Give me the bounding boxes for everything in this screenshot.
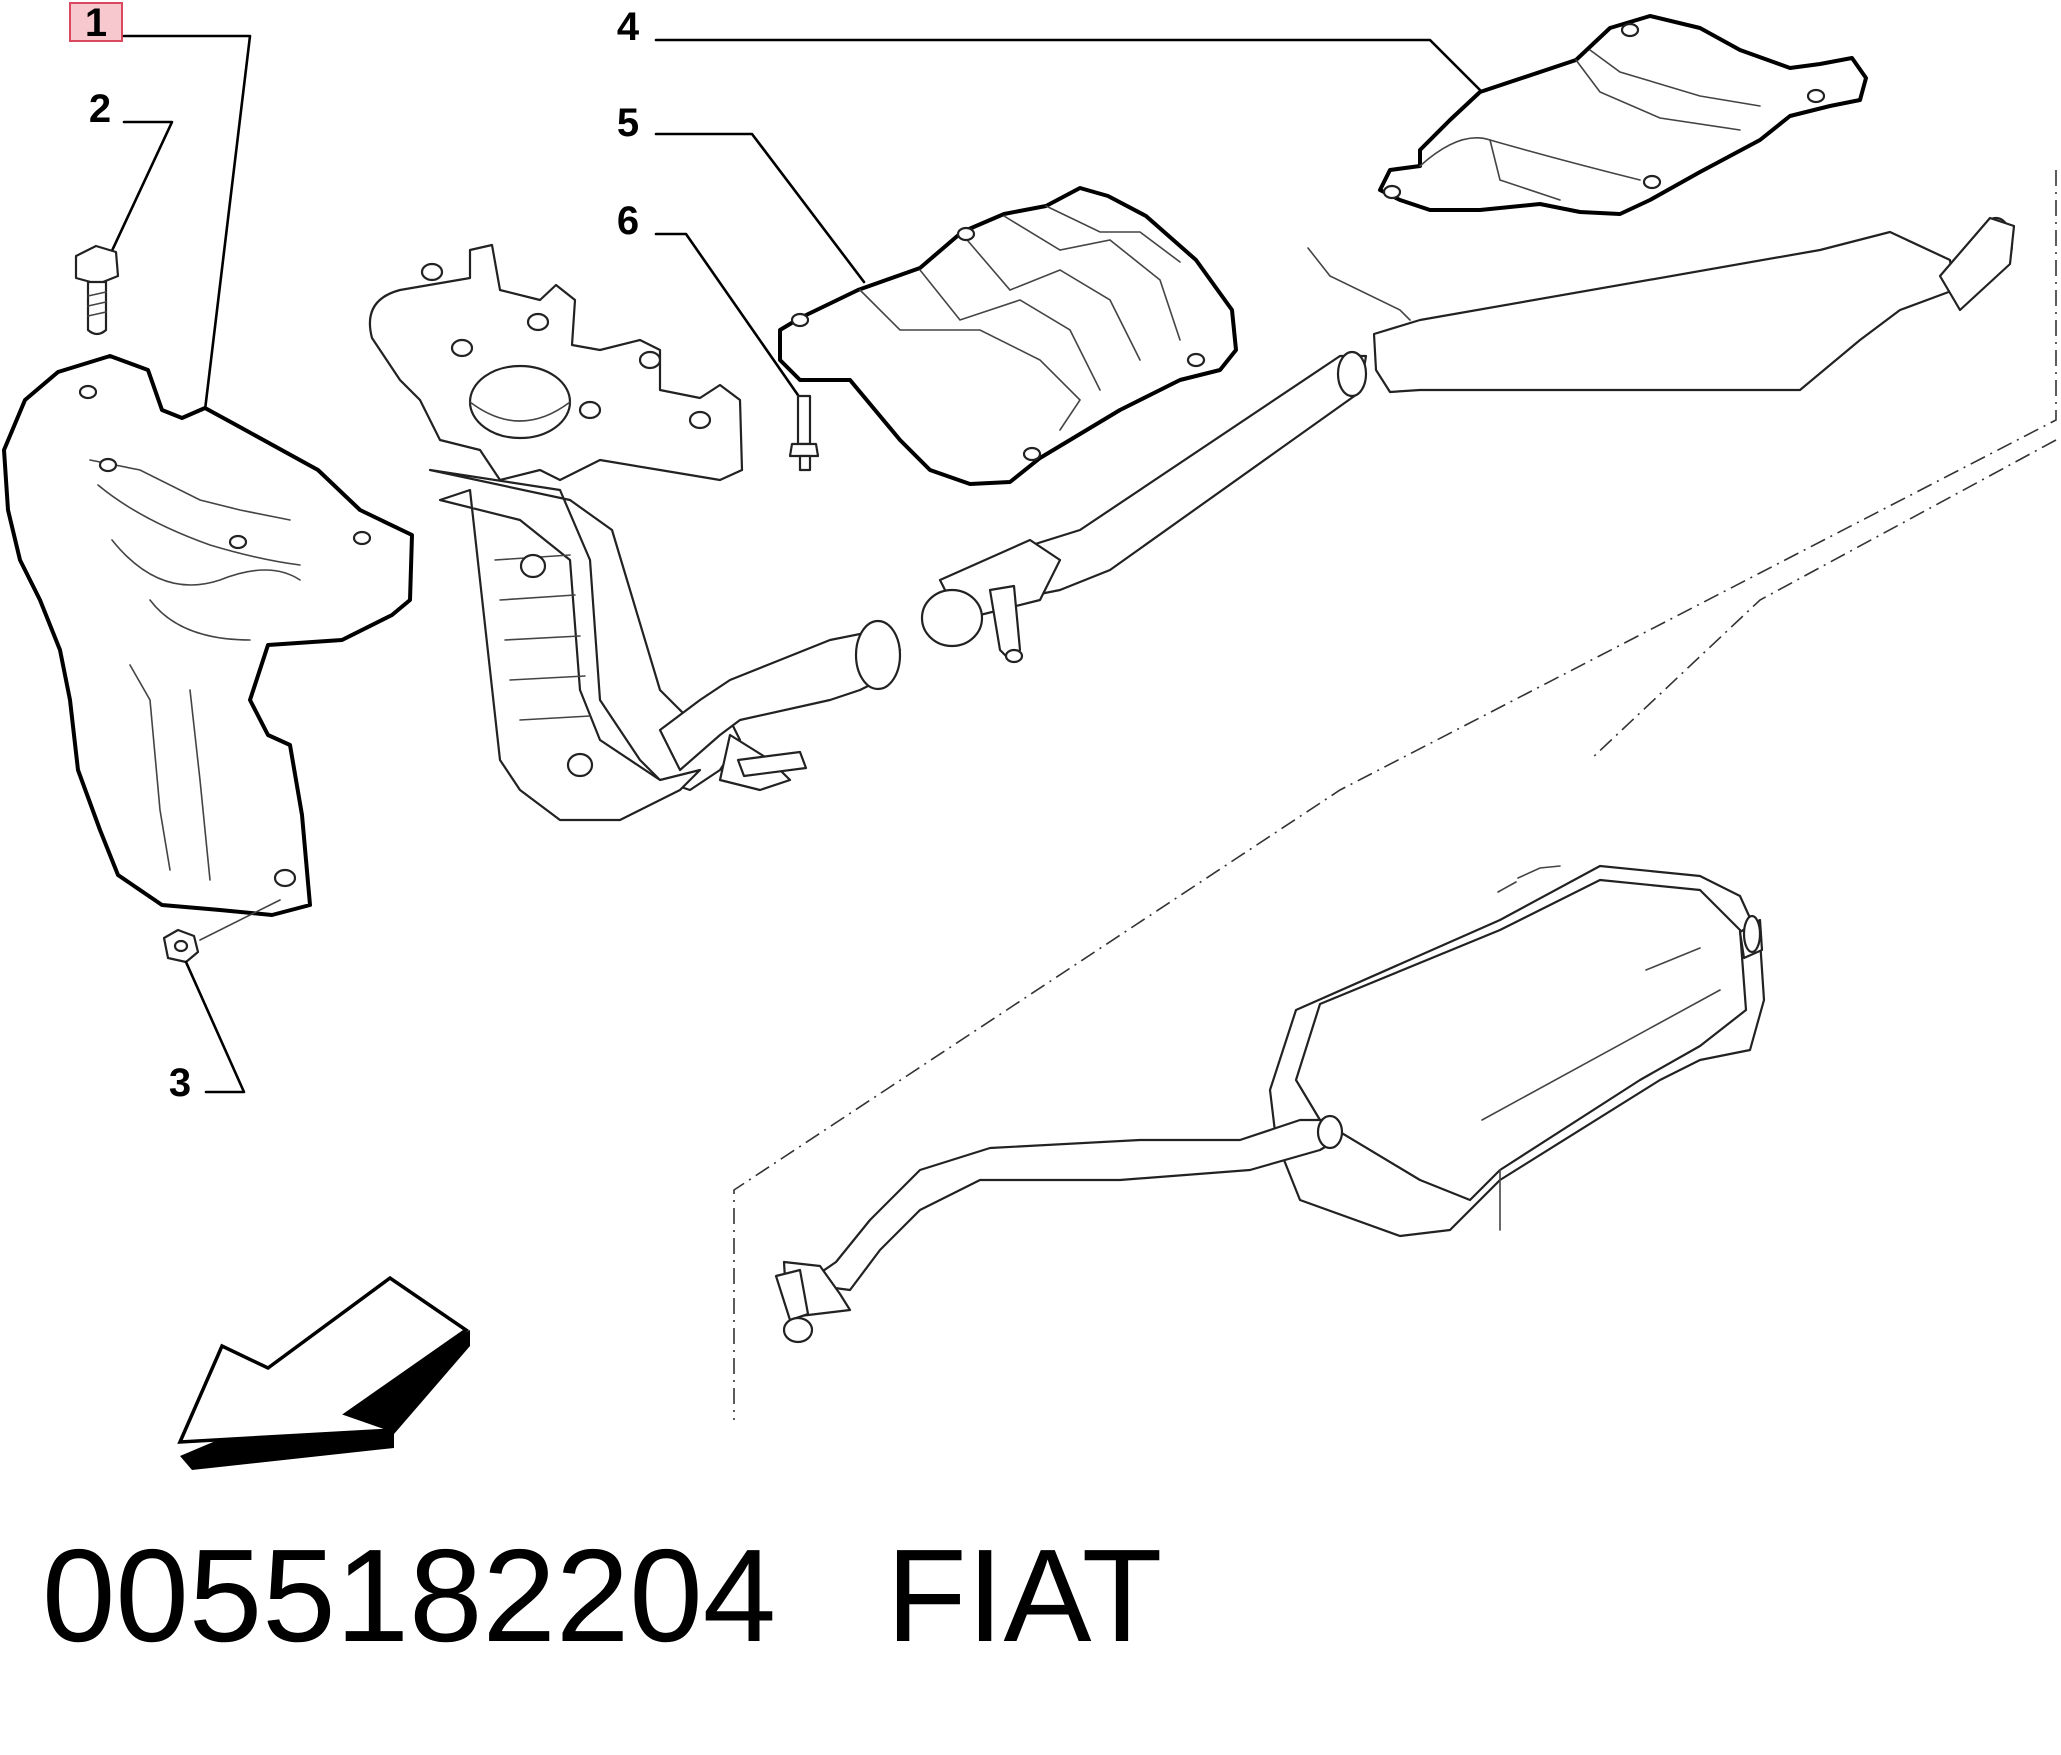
callout-1-leader: [122, 34, 252, 412]
callout-3-number: 3: [169, 1061, 191, 1105]
callout-1-number: 1: [85, 1, 107, 45]
part-number: 0055182204: [42, 1522, 777, 1669]
callout-3[interactable]: 3: [169, 960, 246, 1105]
manifold-heat-shield: [2, 354, 414, 917]
callout-3-leader: [184, 960, 246, 1094]
callout-2-number: 2: [89, 87, 111, 131]
callout-2[interactable]: 2: [89, 87, 174, 257]
callout-2-leader: [108, 120, 174, 257]
callout-5-number: 5: [617, 101, 639, 145]
callout-4[interactable]: 4: [617, 5, 1484, 94]
middle-pipe: [920, 216, 2016, 664]
callout-1[interactable]: 1: [69, 1, 252, 412]
nut-part: [162, 899, 281, 964]
callout-4-number: 4: [617, 5, 640, 49]
direction-arrow-icon: [177, 1275, 470, 1470]
alignment-line: [733, 170, 2057, 1420]
rear-silencer: [774, 864, 1766, 1344]
alignment-line: [1589, 439, 2057, 761]
callout-6-number: 6: [617, 199, 639, 243]
callout-6[interactable]: 6: [617, 199, 802, 400]
bolt-part: [74, 244, 120, 336]
callout-4-leader: [654, 38, 1484, 94]
part-caption: 0055182204 FIAT: [42, 1530, 1162, 1662]
callout-5-leader: [654, 132, 866, 284]
rear-heat-shield: [1378, 14, 1868, 216]
brand-name: FIAT: [886, 1522, 1163, 1669]
callout-1-highlight-box: [69, 2, 123, 42]
stud-bolt-part: [788, 394, 820, 472]
catalytic-converter: [368, 243, 902, 822]
catalyst-heat-shield: [778, 186, 1238, 486]
callout-6-leader: [654, 232, 802, 400]
callout-5[interactable]: 5: [617, 101, 866, 284]
